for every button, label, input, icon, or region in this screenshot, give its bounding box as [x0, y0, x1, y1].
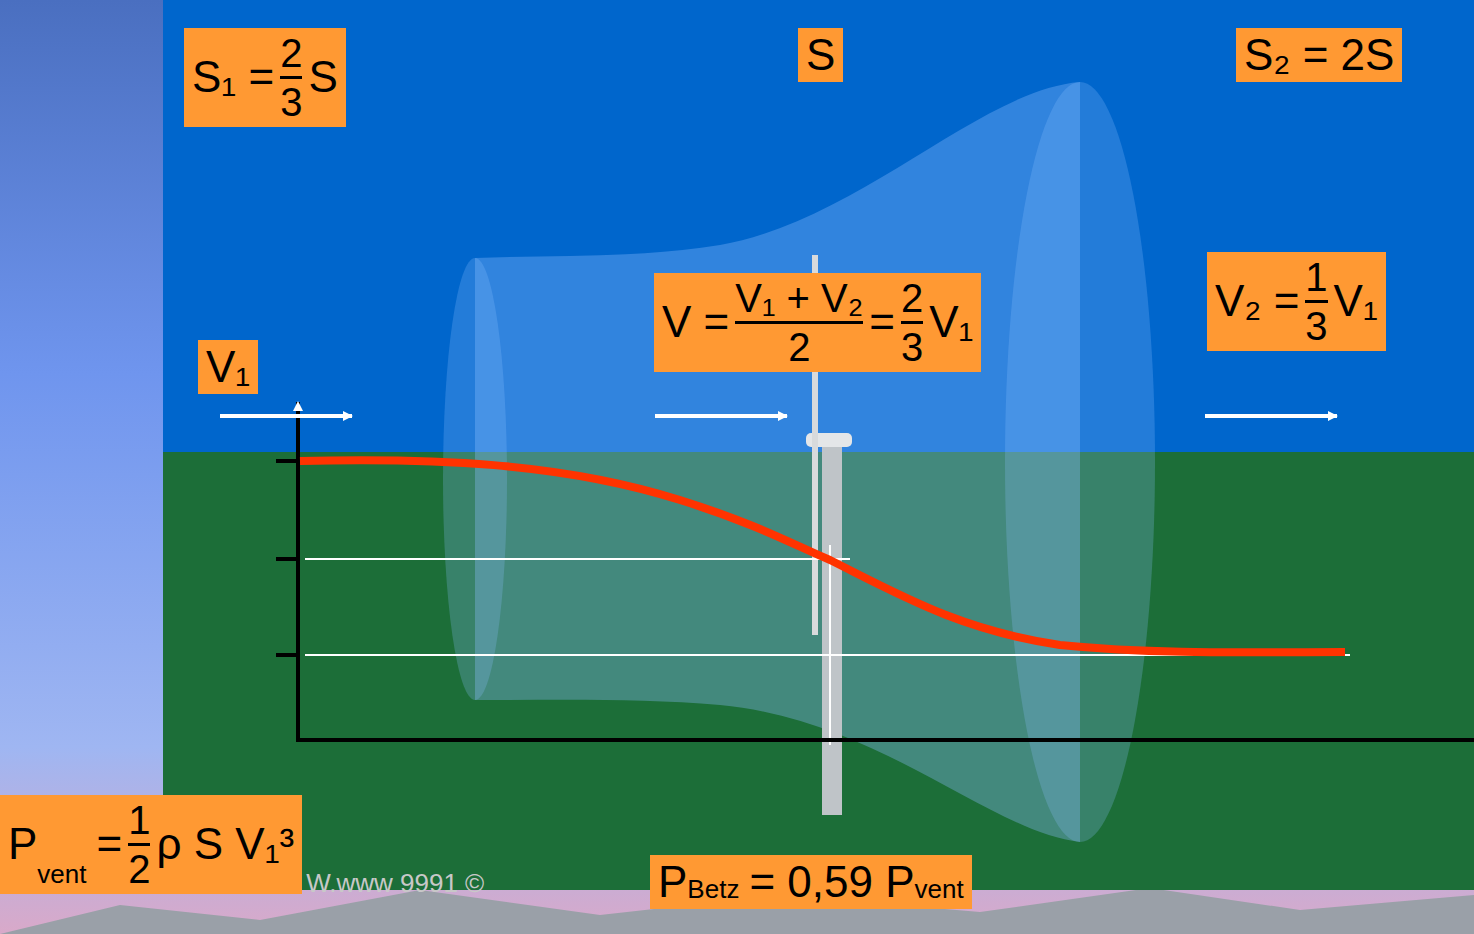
formula-box: S₂ = 2S: [1236, 28, 1402, 82]
formula-text: S: [806, 32, 835, 78]
wind-arrow: [1205, 414, 1337, 418]
fraction: 12: [128, 799, 150, 890]
turbine-tower: [822, 440, 842, 815]
formula-subscript: vent: [37, 861, 86, 888]
formula-box: S₁ = 23S: [184, 28, 346, 127]
formula-text: S₂ = 2S: [1244, 32, 1394, 78]
formula-text: V₂ =: [1215, 278, 1299, 324]
formula-text: 2: [901, 277, 923, 319]
formula-text: 1: [1305, 256, 1327, 298]
formula-box: S: [798, 28, 843, 82]
fraction-bar: [735, 321, 863, 324]
formula-text: V₁: [206, 344, 250, 390]
formula-text: 3: [901, 326, 923, 368]
formula-text: S: [308, 54, 337, 100]
formula-box: P Betz = 0,59 P vent: [650, 855, 972, 909]
tick: [276, 653, 298, 657]
formula-box: P vent= 12ρ S V₁³: [0, 795, 302, 894]
formula-text: S₁ =: [192, 54, 274, 100]
velocity-curve: [300, 460, 1345, 652]
wind-arrow: [655, 414, 787, 418]
fraction-bar: [901, 321, 923, 324]
formula-text: P: [8, 821, 37, 867]
formula-text: 3: [280, 81, 302, 123]
tube-outlet: [1005, 82, 1155, 842]
formula-box: V = V₁ + V₂2= 23V₁: [654, 273, 981, 372]
fraction: 23: [280, 32, 302, 123]
formula-text: V₁: [1334, 278, 1378, 324]
formula-text: V =: [662, 299, 729, 345]
formula-text: ρ S V₁³: [156, 821, 294, 867]
formula-box: V₁: [198, 340, 258, 394]
formula-text: 3: [1305, 305, 1327, 347]
formula-text: P: [658, 859, 687, 905]
wind-arrow: [220, 414, 352, 418]
fraction-bar: [280, 76, 302, 79]
formula-box: V₂ = 13V₁: [1207, 252, 1386, 351]
y-axis: [296, 402, 300, 742]
stream-tube: [475, 82, 1080, 842]
formula-text: 2: [788, 326, 810, 368]
formula-subscript: vent: [915, 876, 964, 903]
fraction: V₁ + V₂ 2: [735, 277, 863, 368]
tube-inlet: [443, 258, 507, 700]
fraction: 13: [1305, 256, 1327, 347]
fraction: 23: [901, 277, 923, 368]
watermark: W.www 9991 ©: [306, 868, 484, 899]
formula-text: = 0,59 P: [749, 859, 914, 905]
formula-text: V₁ + V₂: [735, 277, 863, 319]
fraction-bar: [1305, 300, 1327, 303]
formula-text: V₁: [929, 299, 973, 345]
tick: [276, 557, 298, 561]
formula-text: =: [869, 299, 895, 345]
level-line: [305, 558, 850, 560]
fraction-bar: [128, 843, 150, 846]
formula-text: 2: [280, 32, 302, 74]
formula-subscript: Betz: [687, 876, 739, 903]
formula-text: =: [97, 821, 123, 867]
tick: [276, 459, 298, 463]
rotor-line: [829, 545, 831, 745]
formula-text: 1: [128, 799, 150, 841]
x-axis: [298, 738, 1474, 742]
formula-text: 2: [128, 848, 150, 890]
